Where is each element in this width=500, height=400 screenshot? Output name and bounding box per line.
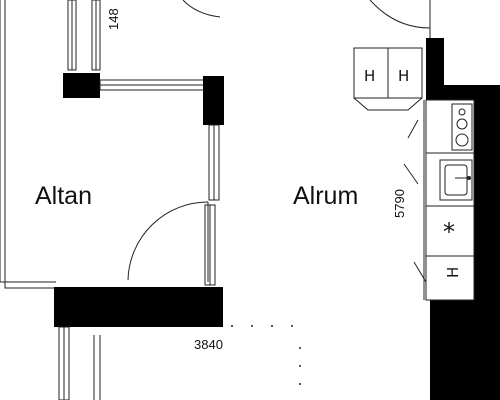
cabinet-label-left: H [364, 67, 375, 85]
dimension-top-left: 148 [106, 8, 121, 30]
room-label-alrum: Alrum [293, 182, 358, 210]
room-label-altan: Altan [35, 182, 92, 210]
counter-dividers [426, 152, 474, 257]
dimension-dots [231, 325, 301, 385]
leader-lines [403, 119, 427, 283]
wall-block [63, 73, 100, 98]
dimension-right: 5790 [392, 189, 407, 218]
door-swing-balcony [127, 201, 209, 282]
window-horizontal [99, 79, 205, 91]
stove [451, 103, 473, 151]
top-left-window [67, 0, 101, 71]
window-vertical [204, 124, 220, 286]
wall-block [203, 76, 224, 125]
wall-bottom [54, 287, 223, 327]
sink [439, 159, 473, 201]
overhead-cabinets [353, 47, 423, 111]
window-lower-left [58, 326, 101, 400]
door-swing-top [182, 0, 221, 18]
fridge-symbol: * [443, 218, 455, 246]
balcony-outline [0, 0, 56, 289]
door-swing-right [369, 0, 431, 29]
dimension-bottom: 3840 [194, 337, 223, 352]
cabinet-label-right: H [398, 67, 409, 85]
counter-cabinet-label: H [444, 267, 462, 278]
